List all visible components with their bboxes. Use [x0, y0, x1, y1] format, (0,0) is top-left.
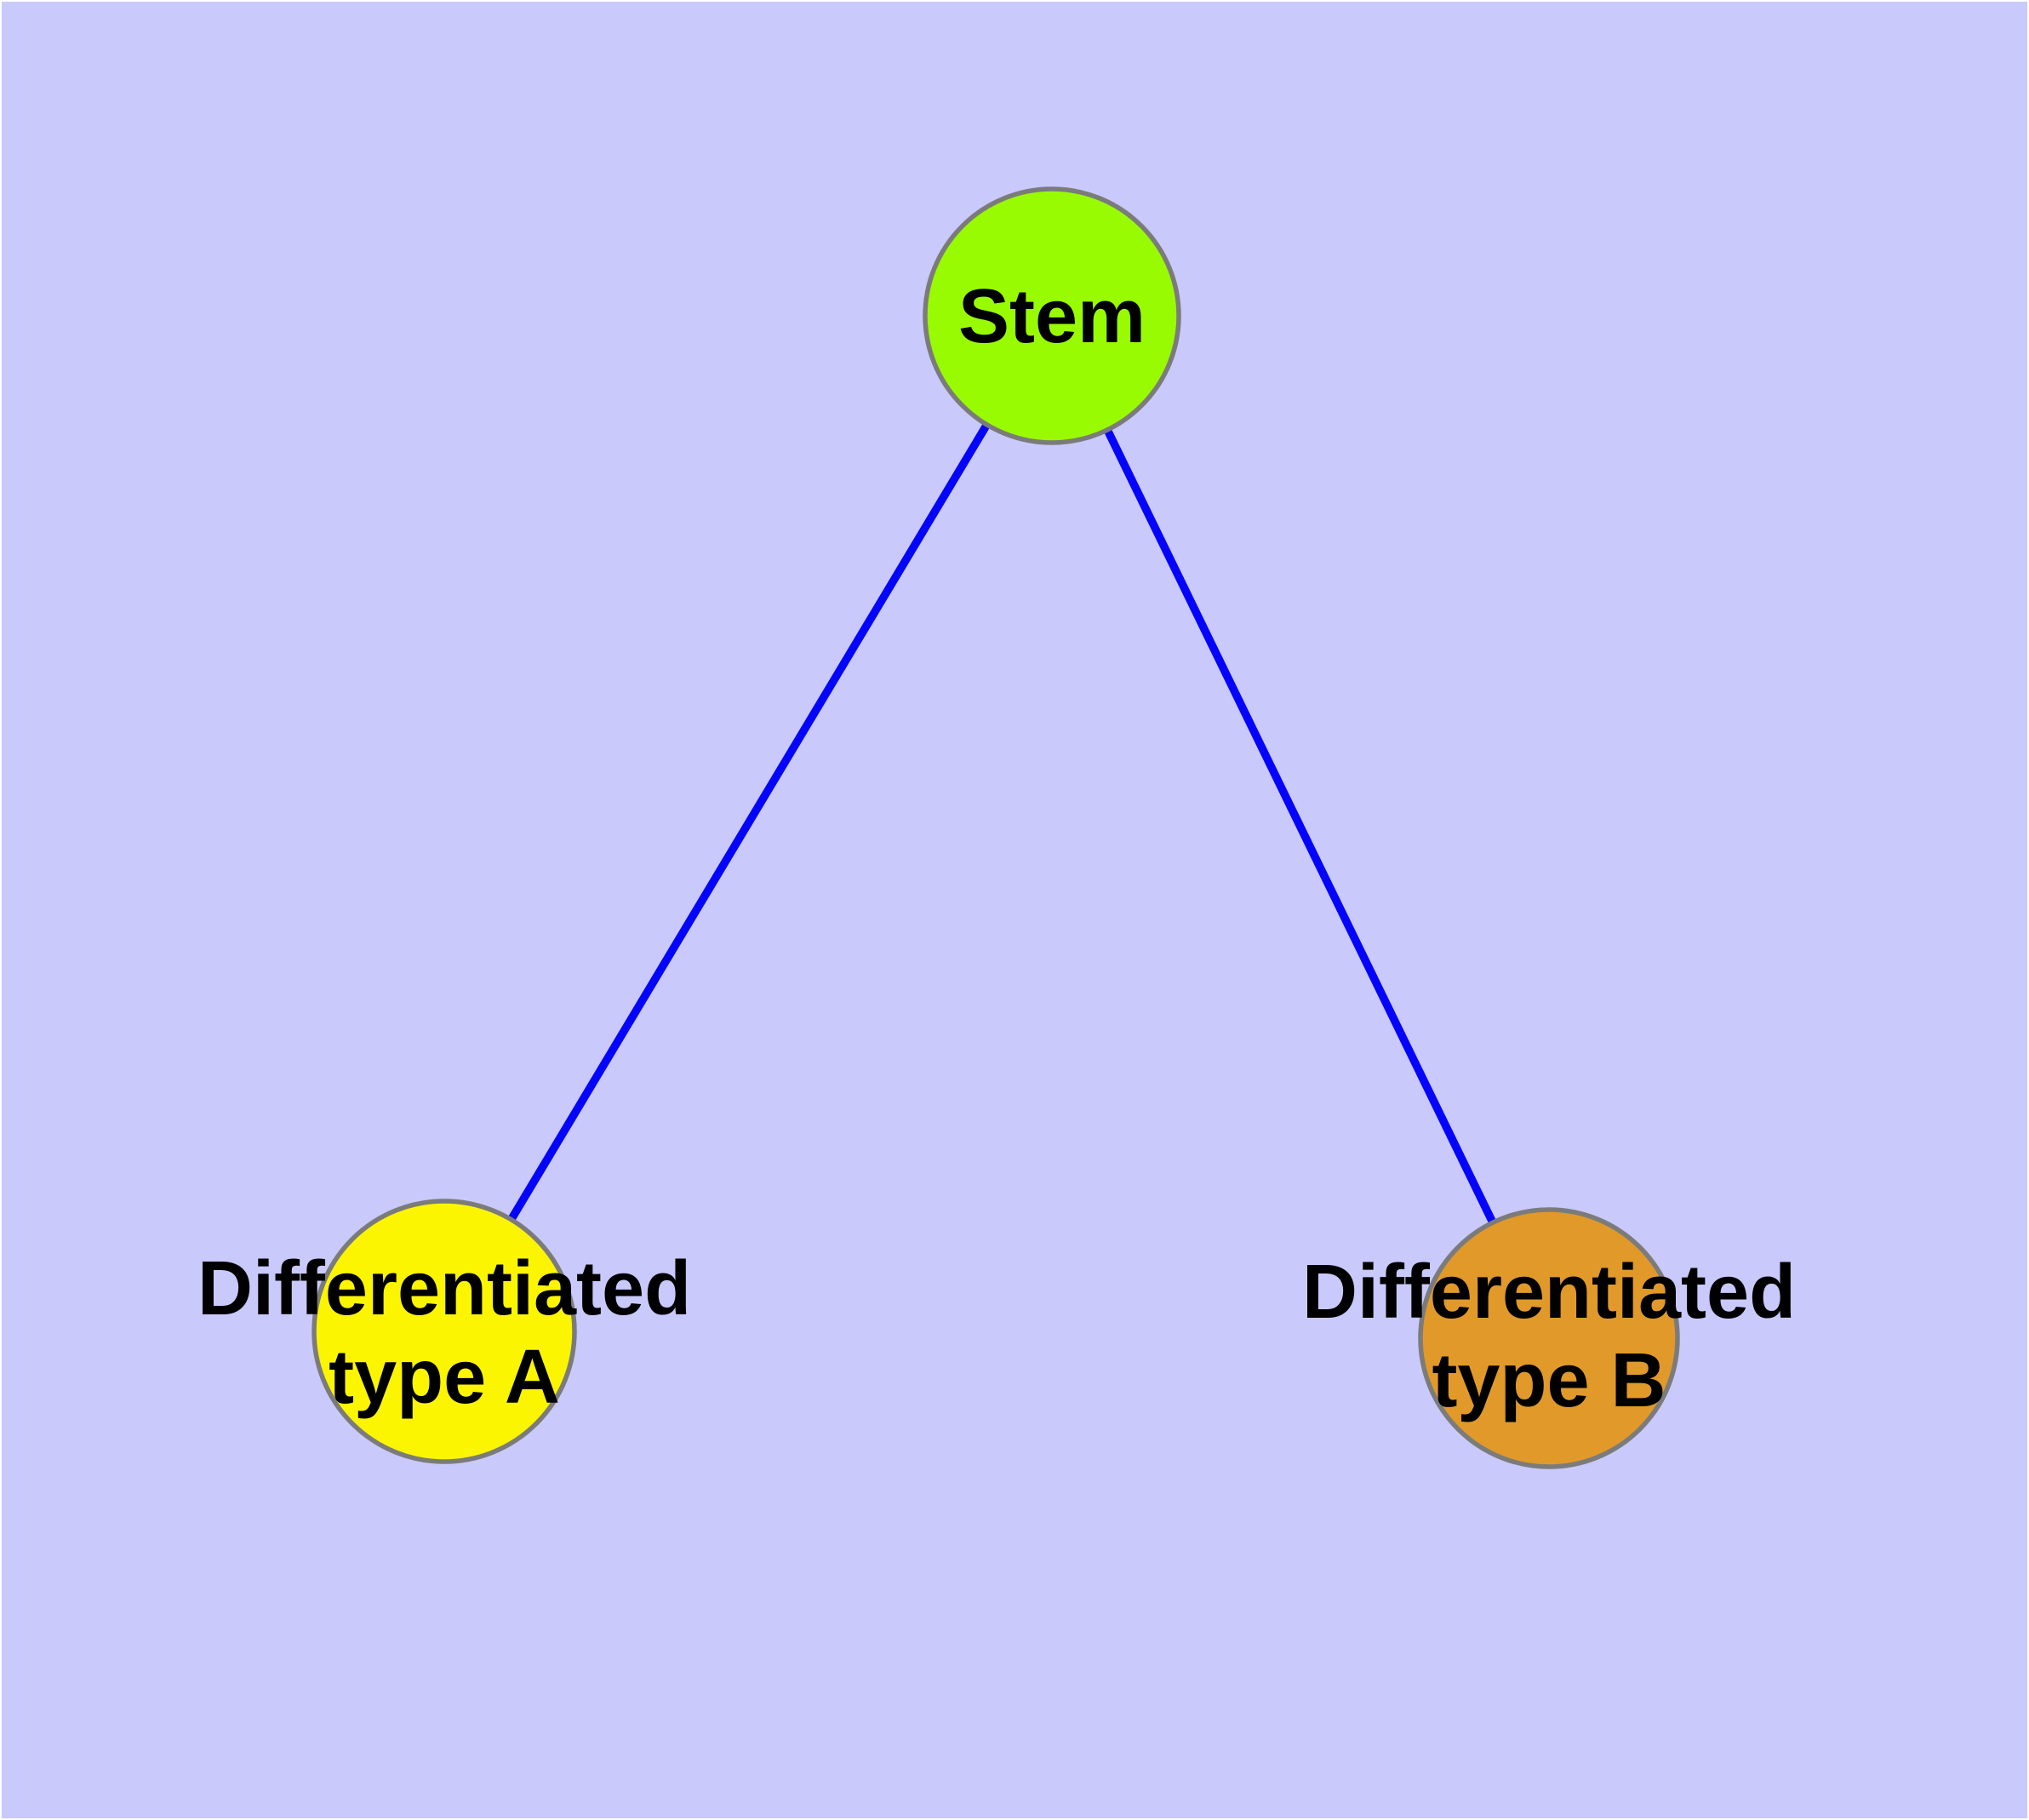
edge-stem-to-type-a-line — [440, 313, 1056, 1334]
edge-stem-to-type-b-line — [1048, 313, 1553, 1341]
node-stem-label: Stem — [957, 274, 1146, 359]
node-type-b-circle — [1418, 1207, 1680, 1469]
node-type-a-label: Differentiated type A — [197, 1246, 692, 1420]
node-stem-circle — [923, 186, 1181, 445]
node-type-a-circle — [311, 1199, 577, 1464]
node-type-b-label: Differentiated type B — [1301, 1250, 1797, 1423]
